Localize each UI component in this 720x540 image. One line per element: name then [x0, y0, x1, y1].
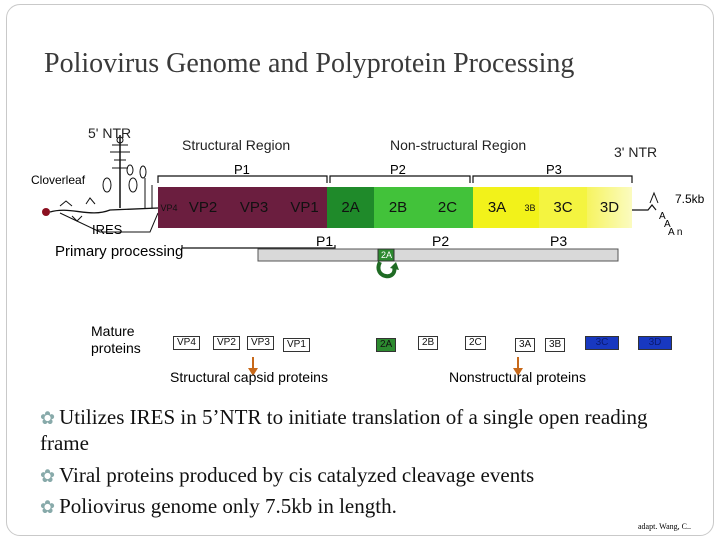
three-ntr-label: 3' NTR: [614, 144, 658, 160]
mature-vp3: VP3: [247, 336, 274, 350]
p1-top-label: P1: [234, 162, 250, 177]
structural-capsid-label: Structural capsid proteins: [170, 369, 328, 385]
p3-mid-label: P3: [550, 233, 568, 249]
mature-vp1: VP1: [283, 338, 310, 352]
segment-2a: 2A: [327, 187, 374, 228]
genome-size-label: 7.5kb: [675, 192, 705, 206]
bullet-3: ✿Poliovirus genome only 7.5kb in length.: [40, 494, 397, 519]
mature-2c: 2C: [465, 336, 486, 350]
p2-mid-label: P2: [432, 233, 450, 249]
mature-3a: 3A: [515, 338, 536, 352]
bullet-3-text: Poliovirus genome only 7.5kb in length.: [59, 494, 397, 518]
polya-a1: A: [659, 211, 666, 222]
segment-3c: 3C: [539, 187, 587, 228]
slide-title: Poliovirus Genome and Polyprotein Proces…: [44, 48, 575, 79]
bullet-icon: ✿: [40, 466, 56, 486]
bullet-2-text: Viral proteins produced by cis catalyzed…: [59, 463, 535, 487]
bullet-2: ✿Viral proteins produced by cis catalyze…: [40, 463, 534, 488]
segment-vp1: VP1: [282, 187, 327, 228]
segment-2c: 2C: [422, 187, 473, 228]
segment-2b: 2B: [374, 187, 422, 228]
segment-3d: 3D: [587, 187, 632, 228]
bullet-icon: ✿: [40, 408, 56, 428]
polya-an: A n: [668, 227, 683, 238]
p2-top-label: P2: [390, 162, 406, 177]
segment-3a: 3A: [473, 187, 521, 228]
mature-vp4: VP4: [173, 336, 200, 350]
segment-vp4: VP4: [158, 187, 180, 228]
structural-region-label: Structural Region: [182, 137, 291, 153]
cloverleaf-label: Cloverleaf: [31, 173, 86, 187]
mature-3c: 3C: [585, 336, 619, 350]
p1-mid-label: P1: [316, 233, 334, 249]
mature-proteins-label: Mature proteins: [91, 323, 141, 356]
segment-3b: 3B: [521, 187, 539, 228]
bullet-1-text: Utilizes IRES in 5’NTR to initiate trans…: [40, 405, 648, 455]
mature-vp2: VP2: [213, 336, 240, 350]
polya-a2: A: [664, 219, 671, 230]
twoa-bar-label: 2A: [381, 250, 393, 260]
slide-frame: [6, 4, 714, 536]
bullet-1: ✿Utilizes IRES in 5’NTR to initiate tran…: [40, 405, 680, 456]
primary-processing-label: Primary processing: [55, 243, 184, 260]
ires-label: IRES: [92, 222, 123, 237]
segment-vp3: VP3: [226, 187, 282, 228]
p3-top-label: P3: [546, 162, 562, 177]
mature-3d: 3D: [638, 336, 672, 350]
bullet-icon: ✿: [40, 497, 56, 517]
nonstructural-proteins-label: Nonstructural proteins: [449, 369, 586, 385]
mature-3b: 3B: [545, 338, 566, 352]
mature-2b: 2B: [418, 336, 439, 350]
credit-label: adapt. Wang, C..: [638, 522, 691, 531]
nonstructural-region-label: Non-structural Region: [390, 137, 527, 153]
mature-2a: 2A: [376, 338, 397, 352]
segment-vp2: VP2: [180, 187, 226, 228]
